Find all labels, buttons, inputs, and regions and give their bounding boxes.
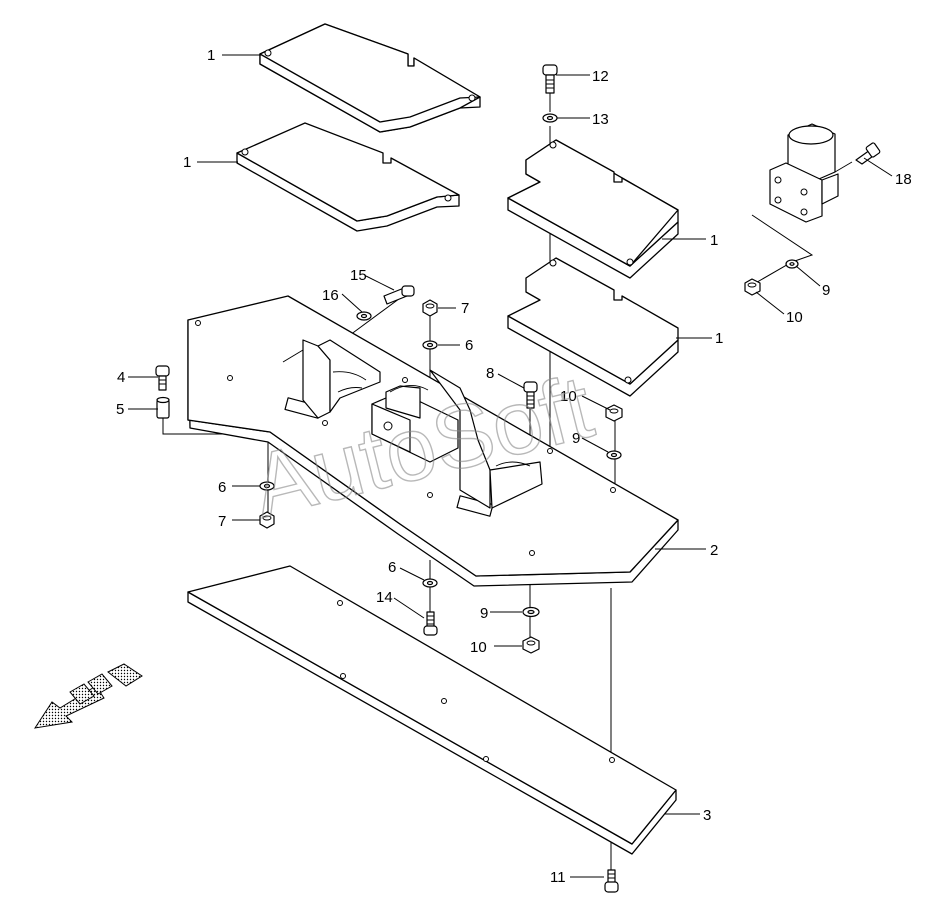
mount-bracket-assembly[interactable] — [282, 339, 543, 509]
pad-1-upper-right[interactable] — [507, 139, 679, 279]
callout-9: 9 — [572, 430, 580, 447]
callout-5: 5 — [116, 401, 124, 418]
bolt-12-icon — [542, 64, 558, 94]
pad-1-upper-left[interactable] — [259, 23, 481, 133]
nut-10-right-icon — [744, 278, 761, 296]
washer-16-icon — [356, 311, 372, 321]
bolt-8-icon — [523, 381, 538, 409]
callout-8: 8 — [486, 365, 494, 382]
bolt-11-icon — [604, 869, 619, 893]
leader-lines — [128, 54, 893, 878]
nut-10-mid-icon — [605, 404, 623, 422]
callout-4: 4 — [117, 369, 125, 386]
callout-10: 10 — [470, 639, 487, 656]
callout-2: 2 — [710, 542, 718, 559]
pad-1-lower-left[interactable] — [236, 122, 460, 232]
bolt-15-icon — [383, 285, 415, 305]
callout-6: 6 — [218, 479, 226, 496]
callout-18: 18 — [895, 171, 912, 188]
nut-10-bottom-icon — [522, 636, 540, 654]
bolt-18-icon — [855, 142, 881, 165]
callout-7: 7 — [461, 300, 469, 317]
washer-6-bottom-icon — [422, 578, 438, 588]
callout-11: 11 — [550, 869, 566, 886]
washer-9-right-icon — [785, 259, 799, 269]
washer-9-mid-icon — [606, 450, 622, 460]
callout-14: 14 — [376, 589, 393, 606]
callout-15: 15 — [350, 267, 367, 284]
bottom-plate-3[interactable] — [187, 565, 677, 855]
callout-13: 13 — [592, 111, 609, 128]
bolt-14-icon — [423, 611, 438, 636]
front-direction-arrow-icon — [33, 663, 143, 729]
callout-labels: 1 1 1 1 2 3 4 5 6 7 7 6 8 10 9 12 13 15 … — [116, 47, 912, 886]
callout-1: 1 — [715, 330, 723, 347]
callout-12: 12 — [592, 68, 609, 85]
spacer-5-icon — [156, 396, 170, 419]
valve-component[interactable] — [769, 123, 881, 223]
callout-6: 6 — [465, 337, 473, 354]
callout-3: 3 — [703, 807, 711, 824]
washer-13-icon — [542, 113, 558, 123]
callout-1: 1 — [207, 47, 215, 64]
callout-10: 10 — [560, 388, 577, 405]
callout-10: 10 — [786, 309, 803, 326]
callout-9: 9 — [480, 605, 488, 622]
callout-1: 1 — [183, 154, 191, 171]
callout-16: 16 — [322, 287, 339, 304]
nut-7-top-icon — [422, 299, 438, 317]
pad-1-lower-right[interactable] — [507, 257, 679, 397]
callout-1: 1 — [710, 232, 718, 249]
callout-6: 6 — [388, 559, 396, 576]
fasteners — [155, 64, 799, 893]
nut-7-left-icon — [259, 511, 275, 529]
washer-6-top-icon — [422, 340, 438, 350]
bolt-4-icon — [155, 365, 170, 391]
callout-7: 7 — [218, 513, 226, 530]
callout-9: 9 — [822, 282, 830, 299]
washer-9-bottom-icon — [522, 606, 540, 618]
